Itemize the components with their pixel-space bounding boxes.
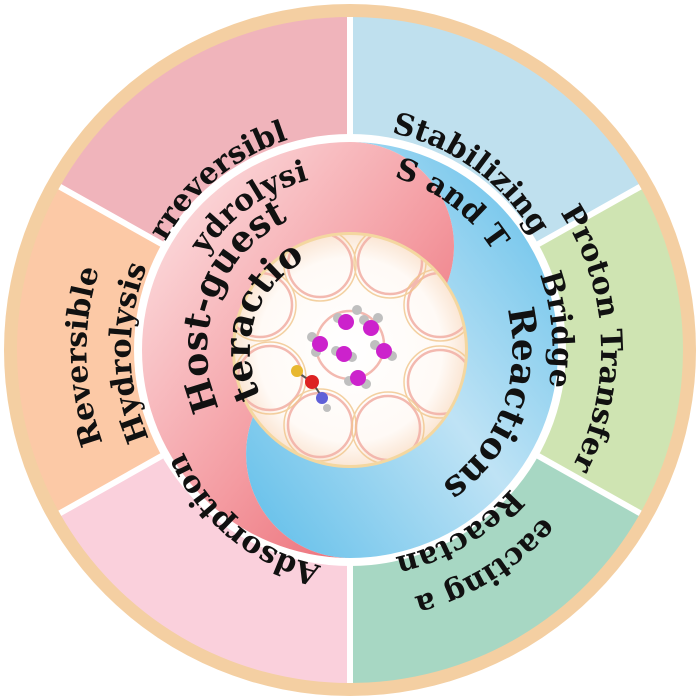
water-molecule	[359, 313, 383, 336]
water-molecule	[307, 332, 328, 357]
water-molecule	[331, 346, 357, 362]
water-molecule	[370, 340, 397, 361]
water-molecule	[333, 305, 362, 330]
water-molecule-icon	[291, 305, 397, 412]
water-molecule	[344, 370, 371, 389]
silanol-group	[291, 365, 331, 412]
